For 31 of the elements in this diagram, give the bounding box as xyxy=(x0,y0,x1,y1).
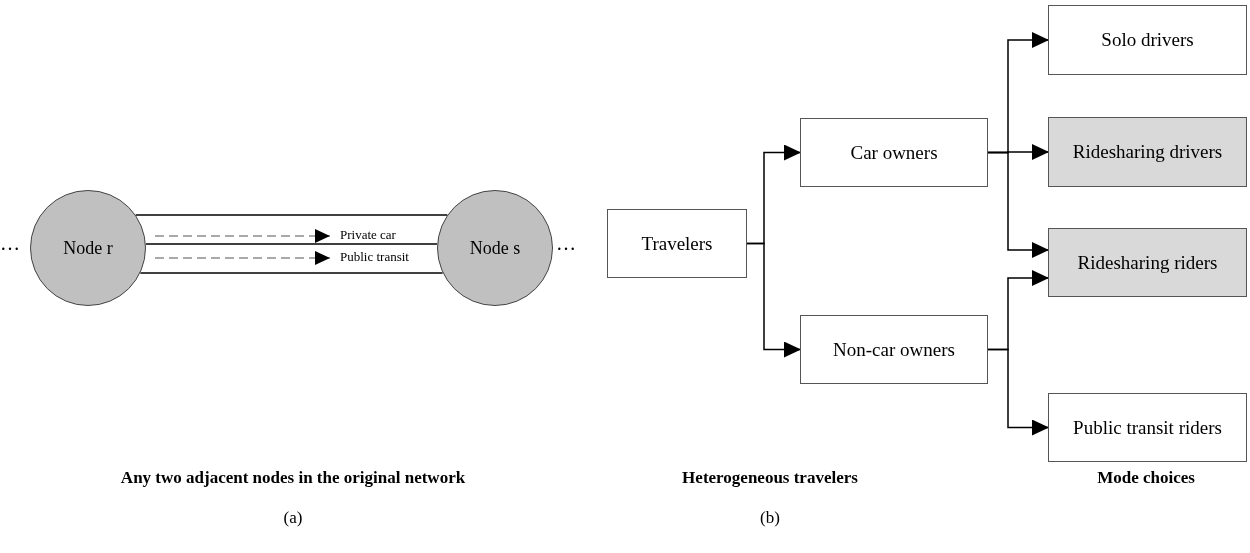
link-line xyxy=(134,214,449,216)
panel-label: (a) xyxy=(283,508,303,528)
arrow xyxy=(987,151,1049,258)
node-label: Travelers xyxy=(641,232,713,255)
category-box xyxy=(800,118,988,187)
panel-label: (b) xyxy=(760,508,780,528)
node-label: Non-car owners xyxy=(833,338,955,361)
arrow xyxy=(746,242,801,358)
node-label: Solo drivers xyxy=(1101,29,1194,51)
mode-box xyxy=(1048,393,1247,462)
link-line xyxy=(145,243,438,245)
column-heading: Mode choices xyxy=(1097,468,1195,488)
node-label: Car owners xyxy=(850,141,938,164)
node-label: Public transit riders xyxy=(1073,416,1222,439)
category-box xyxy=(607,209,747,278)
node-label: Ridesharing drivers xyxy=(1072,141,1223,163)
arrow xyxy=(987,348,1049,436)
ellipsis-mark: … xyxy=(556,232,576,255)
panel-caption: Any two adjacent nodes in the original network xyxy=(120,468,466,488)
node-label: Node s xyxy=(469,237,521,259)
mode-box xyxy=(1048,5,1247,75)
link-line xyxy=(139,272,444,274)
category-box xyxy=(800,315,988,384)
node-label: Node r xyxy=(63,237,113,259)
column-heading: Heterogeneous travelers xyxy=(682,468,858,488)
ellipsis-mark: … xyxy=(0,232,20,255)
mode-box xyxy=(1048,228,1247,297)
mode-label: Public transit xyxy=(340,249,409,265)
node-label: Ridesharing riders xyxy=(1077,251,1218,274)
mode-label: Private car xyxy=(340,227,396,243)
mode-box xyxy=(1048,117,1247,187)
